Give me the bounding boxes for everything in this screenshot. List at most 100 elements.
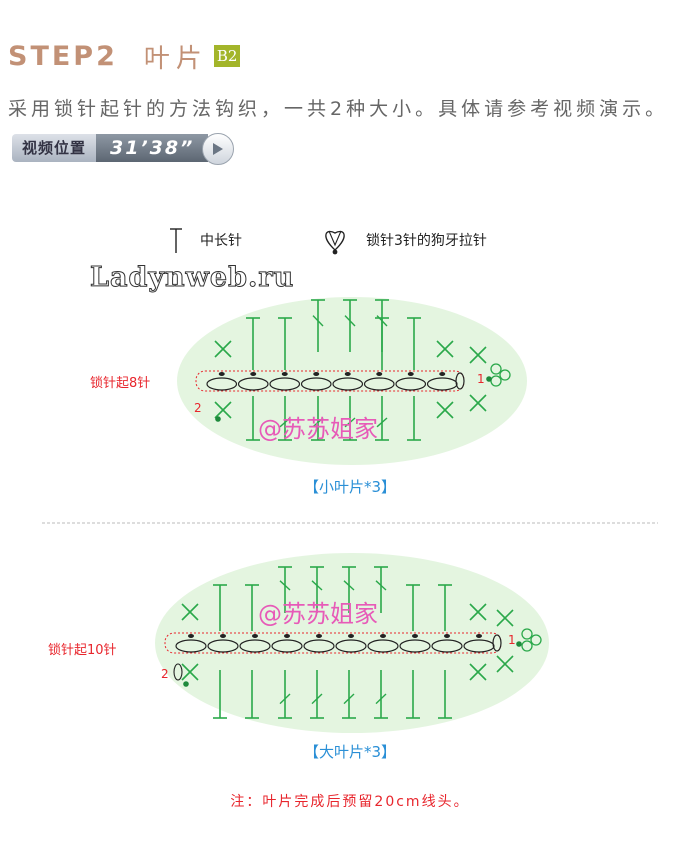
picot-loop (530, 634, 542, 646)
chain-mark (444, 634, 450, 638)
dc-stitch-bar (279, 693, 291, 705)
legend-picot-icon (325, 230, 345, 255)
chain-mark (348, 634, 354, 638)
chain-mark (439, 372, 446, 376)
chain-stitch (367, 639, 399, 653)
chain-stitch (206, 377, 238, 391)
video-time: 31’38” (96, 133, 209, 162)
chain-mark (218, 372, 225, 376)
chain-mark (220, 634, 226, 638)
sc-stitch-cross (469, 663, 487, 681)
chain-mark (380, 634, 386, 638)
chain-mark (476, 634, 482, 638)
small-leaf-diagram: 锁针起8针 1 2 (90, 297, 527, 465)
dc-stitch-bar (375, 580, 387, 591)
slip-stitch-dot (215, 416, 221, 422)
chain-stitch (463, 639, 495, 653)
small-round-2: 2 (194, 401, 202, 415)
sc-stitch-cross (496, 609, 514, 627)
sc-stitch-cross (436, 401, 454, 419)
instruction-text: 采用锁针起针的方法钩织，一共2种大小。具体请参考视频演示。 (8, 98, 669, 120)
author-watermark-small: @苏苏姐家 (258, 415, 378, 443)
large-leaf-caption: 【大叶片*3】 (304, 743, 396, 761)
legend-label-1: 中长针 (200, 233, 242, 249)
small-leaf-stitches (195, 299, 511, 441)
chain-mark (188, 634, 194, 638)
legend-half-double-crochet-icon (170, 228, 182, 253)
large-chain-label: 锁针起10针 (48, 642, 117, 658)
picot-loop (490, 363, 502, 375)
dc-stitch-bar (344, 315, 356, 327)
large-leaf-stitches (164, 566, 542, 719)
chain-mark (252, 634, 258, 638)
chain-stitch (239, 639, 271, 653)
sc-stitch-cross (214, 401, 232, 419)
chain-stitch (175, 639, 207, 653)
large-round-1: 1 (508, 633, 516, 647)
large-leaf-diagram: 锁针起10针 1 2 (48, 553, 549, 733)
sc-stitch-cross (469, 603, 487, 621)
chain-stitch (399, 639, 431, 653)
chain-mark (407, 372, 414, 376)
dc-stitch-bar (376, 315, 388, 327)
play-icon[interactable] (202, 132, 235, 165)
finishing-note: 注：叶片完成后预留20cm线头。 (230, 794, 469, 810)
part-badge: B2 (213, 45, 241, 67)
chain-stitch (332, 377, 364, 391)
turning-chain (455, 372, 465, 390)
chain-stitch (426, 377, 458, 391)
small-round-1: 1 (477, 372, 485, 386)
chain-mark (344, 372, 351, 376)
chain-stitch (303, 639, 335, 653)
chain-stitch (207, 639, 239, 653)
chain-stitch (300, 377, 332, 391)
chain-stitch (271, 639, 303, 653)
dc-stitch-bar (312, 315, 324, 327)
dc-stitch-bar (375, 693, 387, 705)
chain-stitch (237, 377, 269, 391)
sc-stitch-cross (181, 663, 199, 681)
small-leaf-caption: 【小叶片*3】 (304, 478, 396, 496)
slip-stitch-dot (516, 641, 522, 647)
sc-stitch-cross (214, 340, 232, 358)
step-title: STEP2 叶片 B2 (8, 38, 241, 74)
picot-loop (521, 640, 533, 652)
dc-stitch-bar (343, 580, 355, 591)
part-name: 叶片 (143, 43, 208, 74)
sc-stitch-cross (469, 346, 487, 364)
author-watermark-large: @苏苏姐家 (258, 600, 378, 628)
chain-mark (376, 372, 383, 376)
dc-stitch-bar (311, 580, 323, 591)
sc-stitch-cross (181, 603, 199, 621)
chain-mark (250, 372, 257, 376)
slip-stitch-dot (486, 376, 492, 382)
dc-stitch-bar (376, 417, 388, 428)
dc-stitch-bar (312, 417, 324, 428)
picot-loop (490, 375, 502, 387)
chain-stitch (395, 377, 427, 391)
picot-loop (499, 369, 511, 381)
chain-mark (281, 372, 288, 376)
slip-stitch-dot (183, 681, 189, 687)
chain-stitch (269, 377, 301, 391)
video-position-label: 视频位置 (12, 133, 97, 162)
small-chain-label: 锁针起8针 (90, 375, 150, 391)
sc-stitch-cross (469, 394, 487, 412)
chain-stitch (431, 639, 463, 653)
sc-stitch-cross (496, 655, 514, 673)
step-number: STEP2 (8, 40, 118, 72)
legend-label-2: 锁针3针的狗牙拉针 (366, 233, 487, 249)
turning-chain (492, 634, 502, 652)
chain-stitch (363, 377, 395, 391)
dc-stitch-bar (344, 417, 356, 428)
chain-mark (284, 634, 290, 638)
picot-loop (521, 628, 533, 640)
dc-stitch-bar (343, 693, 355, 705)
large-round-2: 2 (161, 667, 169, 681)
chain-mark (412, 634, 418, 638)
turning-chain (173, 663, 183, 681)
chain-mark (316, 634, 322, 638)
